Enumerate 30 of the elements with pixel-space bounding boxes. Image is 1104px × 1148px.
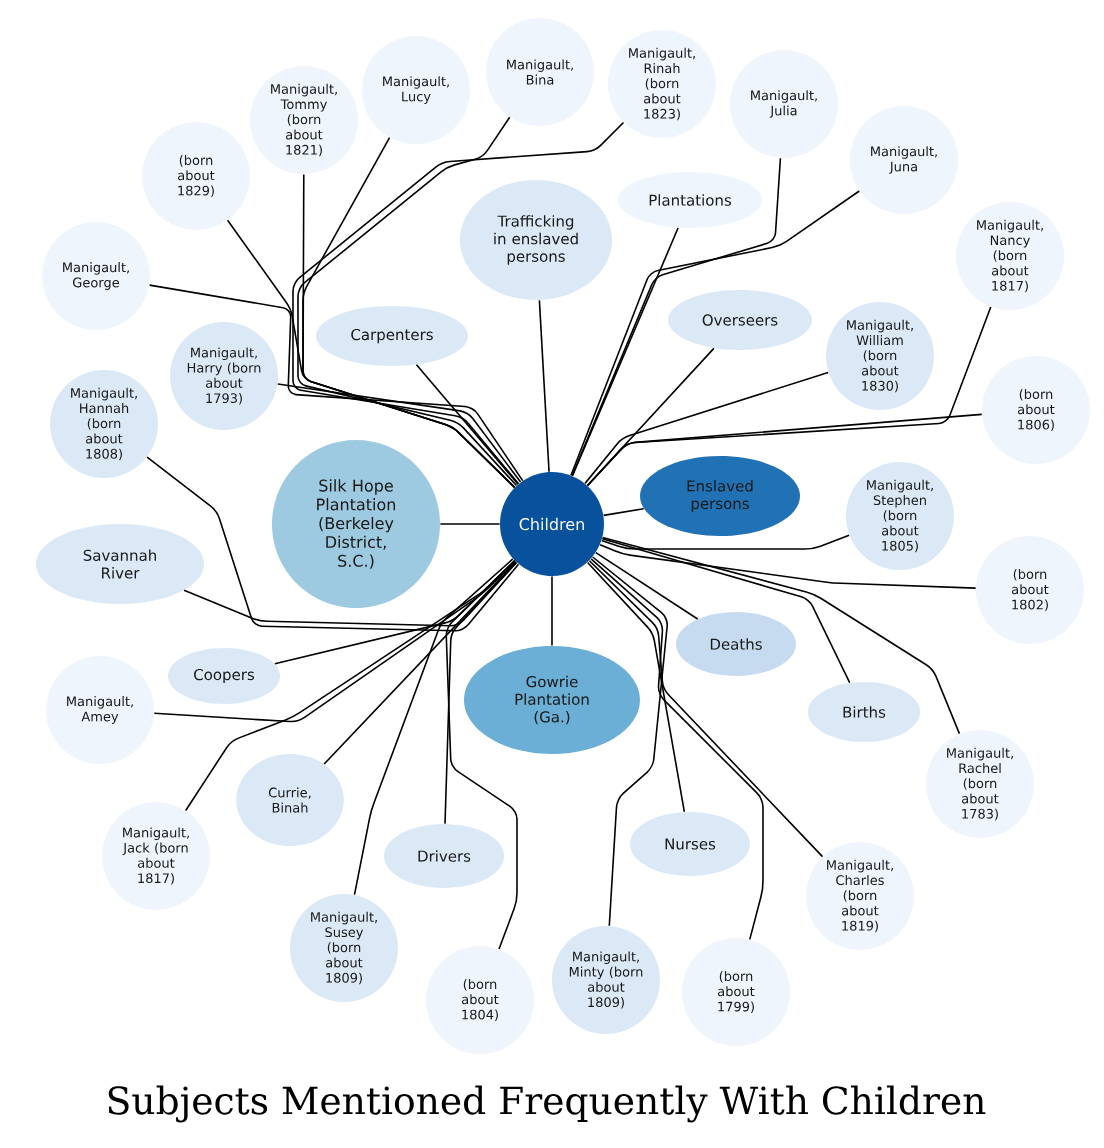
- connector-line: [571, 157, 782, 477]
- connector-line: [183, 561, 518, 627]
- connector-line: [323, 561, 517, 765]
- connector-line: [292, 121, 625, 485]
- connector-line: [601, 536, 961, 735]
- connector-line: [571, 227, 679, 477]
- connector-line: [601, 537, 851, 684]
- connector-line: [588, 559, 824, 858]
- connector-line: [551, 575, 553, 647]
- connector-line: [415, 364, 519, 485]
- connector-line: [599, 543, 977, 589]
- connector-line: [439, 523, 501, 525]
- connector-line: [538, 299, 550, 473]
- connector-line: [353, 558, 514, 896]
- connector-line: [600, 534, 850, 550]
- connector-line: [584, 371, 829, 485]
- connector-line: [277, 383, 522, 483]
- connector-line: [146, 456, 520, 632]
- connector-line: [595, 551, 699, 620]
- connector-line: [153, 560, 516, 723]
- topic-bubble: Silk Hope Plantation (Berkeley District, S.C.): [272, 440, 440, 608]
- connector-line: [590, 558, 764, 941]
- diagram-title: Subjects Mentioned Frequently With Children: [108, 1085, 986, 1123]
- central-bubble: Children: [500, 472, 604, 576]
- connector-line: [586, 413, 983, 487]
- connector-line: [148, 284, 524, 482]
- connector-line: [570, 190, 861, 476]
- connector-line: [591, 556, 669, 927]
- connector-line: [602, 507, 645, 517]
- connector-line: [586, 561, 686, 813]
